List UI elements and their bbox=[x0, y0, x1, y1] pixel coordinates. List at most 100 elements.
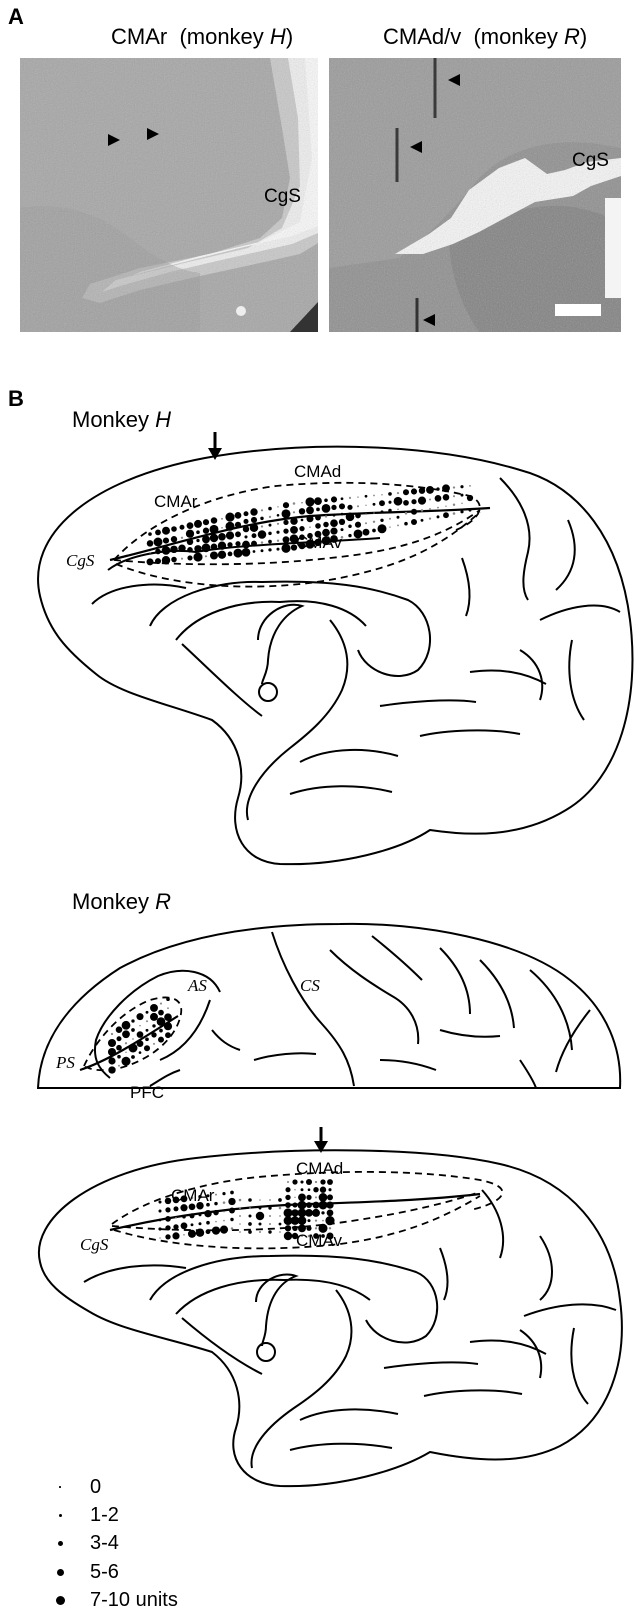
recording-site-dot bbox=[301, 502, 303, 504]
recording-site-dot bbox=[121, 1057, 130, 1066]
recording-site-dot bbox=[211, 543, 218, 550]
recording-site-dot bbox=[223, 1201, 226, 1204]
monkey-h-label-cgs: CgS bbox=[66, 551, 95, 570]
recording-site-dot bbox=[284, 1232, 292, 1240]
recording-site-dot bbox=[182, 1215, 186, 1219]
right-micrograph: CgS bbox=[329, 58, 621, 332]
recording-site-dot bbox=[279, 1231, 281, 1233]
recording-site-dot bbox=[411, 499, 416, 504]
recording-site-dot bbox=[355, 522, 361, 528]
left-cgs-label: CgS bbox=[264, 186, 301, 208]
recording-site-dot bbox=[453, 504, 455, 506]
recording-site-dot bbox=[460, 485, 463, 488]
recording-site-dot bbox=[347, 505, 352, 510]
recording-site-dot bbox=[394, 497, 403, 506]
recording-site-dot bbox=[269, 1215, 271, 1217]
recording-site-dot bbox=[261, 525, 263, 527]
recording-site-dot bbox=[223, 1211, 225, 1213]
recording-site-dot bbox=[269, 524, 272, 527]
monkey-h-label-cmad: CMAd bbox=[294, 462, 341, 481]
recording-site-dot bbox=[256, 1212, 264, 1220]
recording-site-dot bbox=[339, 519, 345, 525]
recording-site-dot bbox=[269, 1199, 271, 1201]
recording-site-dot bbox=[118, 1065, 120, 1067]
recording-site-dot bbox=[180, 525, 185, 530]
recording-site-dot bbox=[293, 511, 295, 513]
recording-site-dot bbox=[404, 522, 408, 526]
recording-site-dot bbox=[276, 548, 279, 551]
monkey-r-label-ps: PS bbox=[55, 1053, 75, 1072]
recording-site-dot bbox=[164, 1022, 172, 1030]
recording-site-dot bbox=[348, 524, 352, 528]
recording-site-dot bbox=[349, 497, 351, 499]
recording-site-dot bbox=[397, 508, 399, 510]
recording-site-dot bbox=[389, 518, 391, 520]
recording-site-dot bbox=[250, 524, 258, 532]
monkey-h-label-cmar: CMAr bbox=[154, 492, 198, 511]
left-micrograph-caption: CMAr (monkey H) bbox=[111, 24, 293, 50]
legend-dot-0 bbox=[52, 1486, 68, 1488]
recording-site-dot bbox=[210, 534, 218, 542]
monkey-h-label-cmav: CMAv bbox=[296, 533, 342, 552]
recording-site-dot bbox=[205, 555, 207, 557]
recording-site-dot bbox=[268, 532, 271, 535]
legend-label-4: 7-10 units bbox=[90, 1589, 178, 1612]
recording-site-dot bbox=[229, 1208, 235, 1214]
recording-site-dot bbox=[281, 544, 290, 553]
recording-site-dot bbox=[117, 1055, 121, 1059]
monkey-r-arrow bbox=[314, 1127, 328, 1153]
recording-site-dot bbox=[250, 508, 257, 515]
recording-site-dot bbox=[306, 1195, 311, 1200]
recording-site-dot bbox=[269, 516, 271, 518]
recording-site-dot bbox=[307, 1219, 310, 1222]
recording-site-dot bbox=[331, 496, 337, 502]
recording-site-dot bbox=[226, 531, 234, 539]
recording-site-dot bbox=[188, 1230, 196, 1238]
right-micrograph-image bbox=[329, 58, 621, 332]
recording-site-dot bbox=[305, 497, 314, 506]
recording-site-dot bbox=[259, 1231, 261, 1233]
recording-site-dot bbox=[411, 509, 417, 515]
recording-site-dot bbox=[129, 1044, 138, 1053]
recording-site-dot bbox=[379, 500, 385, 506]
recording-site-dot bbox=[320, 1187, 326, 1193]
recording-site-dot bbox=[225, 513, 234, 522]
monkey-r-label-cmav: CMAv bbox=[296, 1231, 342, 1250]
recording-site-dot bbox=[435, 495, 442, 502]
recording-site-dot bbox=[261, 549, 264, 552]
recording-site-dot bbox=[235, 531, 241, 537]
recording-site-dot bbox=[355, 513, 361, 519]
recording-site-dot bbox=[287, 1181, 289, 1183]
recording-site-dot bbox=[325, 515, 327, 517]
recording-site-dot bbox=[323, 522, 329, 528]
recording-site-dot bbox=[122, 1030, 130, 1038]
recording-site-dot bbox=[298, 1208, 307, 1217]
recording-site-dot bbox=[206, 1221, 210, 1225]
recording-site-dot bbox=[261, 509, 263, 511]
scale-bar bbox=[555, 304, 601, 316]
recording-site-dot bbox=[243, 519, 248, 524]
recording-site-dot bbox=[221, 518, 223, 520]
recording-site-dot bbox=[223, 1220, 225, 1222]
recording-site-dot bbox=[327, 1210, 334, 1217]
recording-site-dot bbox=[298, 1194, 306, 1202]
recording-site-dot bbox=[153, 1043, 155, 1045]
recording-site-dot bbox=[131, 1019, 134, 1022]
recording-site-dot bbox=[150, 1013, 158, 1021]
recording-site-dot bbox=[405, 512, 408, 515]
recording-site-dot bbox=[171, 526, 177, 532]
recording-site-dot bbox=[146, 1011, 149, 1014]
recording-site-dot bbox=[173, 1206, 178, 1211]
recording-site-dot bbox=[411, 488, 417, 494]
recording-site-dot bbox=[373, 503, 376, 506]
recording-site-dot bbox=[314, 497, 322, 505]
left-caption-suffix: ) bbox=[286, 24, 293, 49]
recording-site-dot bbox=[222, 1192, 225, 1195]
recording-site-dot bbox=[202, 543, 211, 552]
recording-site-dot bbox=[282, 509, 291, 518]
recording-site-dot bbox=[354, 529, 363, 538]
recording-site-dot bbox=[460, 510, 463, 513]
recording-site-dot bbox=[196, 539, 199, 542]
recording-site-dot bbox=[122, 1021, 131, 1030]
recording-site-dot bbox=[148, 532, 152, 536]
